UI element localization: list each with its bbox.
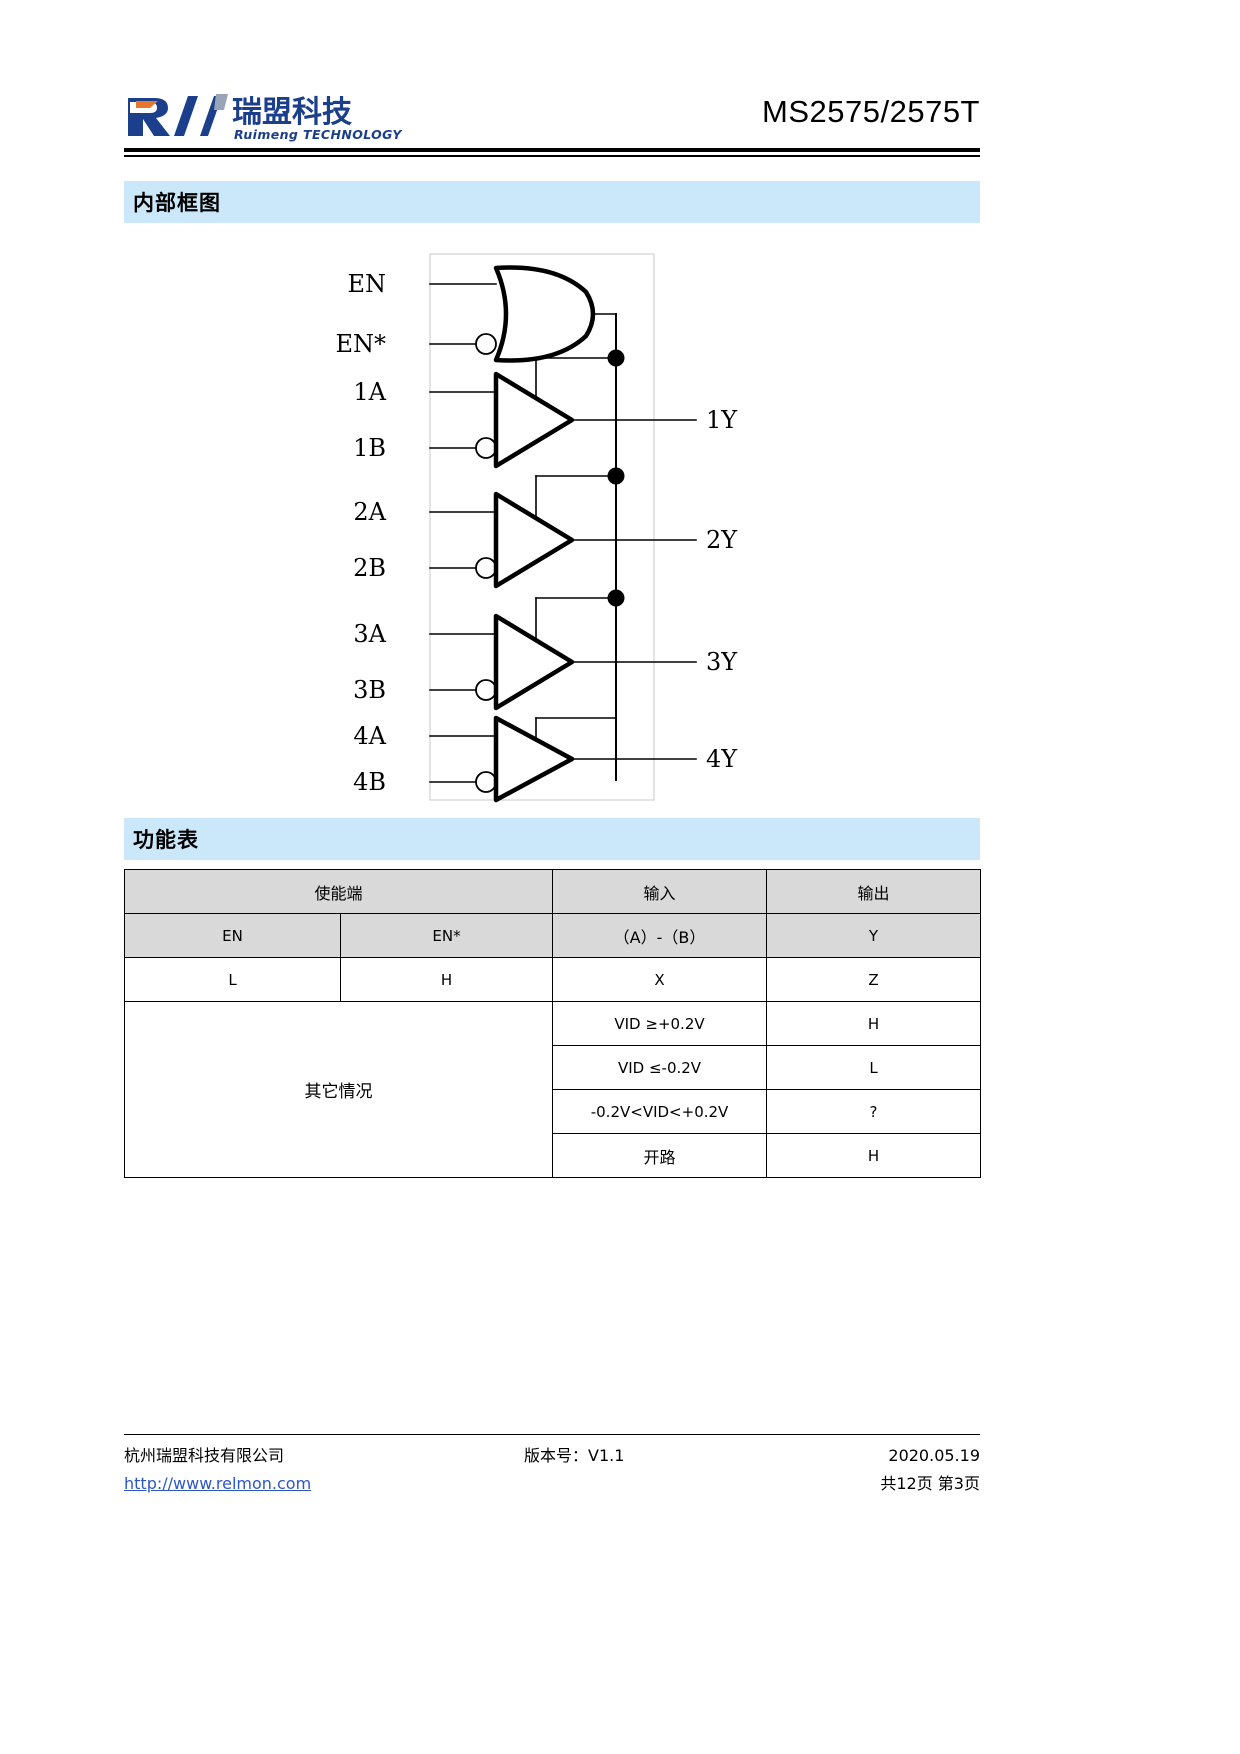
footer-row-top: 杭州瑞盟科技有限公司 版本号：V1.1 2020.05.19	[124, 1442, 980, 1470]
diagram-label-2a: 2A	[353, 498, 386, 526]
diagram-label-1y: 1Y	[706, 406, 738, 434]
table-row-group-header: 使能端 输入 输出	[123, 869, 982, 914]
diagram-label-3y: 3Y	[706, 648, 738, 676]
diagram-label-4a: 4A	[353, 722, 386, 750]
table-row: 其它情况 VID ≥+0.2V H	[123, 1001, 982, 1178]
table-row: -0.2V<VID<+0.2V ?	[125, 1089, 982, 1134]
footer-row-bottom: http://www.relmon.com 共12页 第3页	[124, 1470, 980, 1498]
cell-input: X	[552, 957, 768, 1002]
diagram-label-1a: 1A	[353, 378, 386, 406]
footer-website-link[interactable]: http://www.relmon.com	[124, 1474, 312, 1493]
cell-input: 开路	[552, 1133, 768, 1178]
table-row: VID ≤-0.2V L	[125, 1045, 982, 1090]
logo-en-text: Ruimeng TECHNOLOGY	[234, 127, 403, 142]
cell-en: L	[124, 957, 341, 1002]
diagram-label-4b: 4B	[353, 768, 386, 796]
cell-input: VID ≤-0.2V	[552, 1045, 768, 1090]
header-divider-thick	[124, 148, 980, 152]
diagram-label-1b: 1B	[353, 434, 386, 462]
th-en: EN	[124, 913, 341, 958]
cell-output: Z	[766, 957, 982, 1002]
function-table: 使能端 输入 输出 EN EN* （A）-（B） Y L H X Z 其它情况 …	[123, 869, 982, 1178]
cell-output: H	[766, 1001, 982, 1046]
th-output: 输出	[766, 869, 982, 914]
footer-divider	[124, 1434, 980, 1435]
footer-date: 2020.05.19	[888, 1446, 980, 1465]
internal-block-diagram: EN EN* 1A 1B 2A 2B 3A 3B 4A 4B 1Y 2Y 3Y …	[124, 240, 980, 810]
header-divider-thin	[124, 155, 980, 157]
diagram-label-en-bar: EN*	[335, 330, 386, 358]
diagram-label-2b: 2B	[353, 554, 386, 582]
diagram-label-2y: 2Y	[706, 526, 738, 554]
th-enable: 使能端	[123, 869, 554, 914]
section-heading-block-diagram: 内部框图	[124, 181, 980, 223]
document-title: MS2575/2575T	[762, 94, 980, 129]
table-row: L H X Z	[124, 957, 982, 1002]
cell-output: ?	[766, 1089, 982, 1134]
page-footer: 杭州瑞盟科技有限公司 版本号：V1.1 2020.05.19 http://ww…	[124, 1442, 980, 1498]
diagram-label-3a: 3A	[353, 620, 386, 648]
cell-en-bar: H	[339, 957, 554, 1002]
cell-input: -0.2V<VID<+0.2V	[552, 1089, 768, 1134]
footer-page-number: 共12页 第3页	[880, 1474, 980, 1493]
table-row: 开路 H	[125, 1133, 982, 1178]
th-input: 输入	[552, 869, 768, 914]
section-heading-block-diagram-label: 内部框图	[133, 191, 221, 215]
th-en-bar: EN*	[339, 913, 554, 958]
logo-cn-text: 瑞盟科技	[232, 95, 352, 130]
footer-company: 杭州瑞盟科技有限公司	[124, 1446, 285, 1465]
page-header: 瑞盟科技 Ruimeng TECHNOLOGY MS2575/2575T	[124, 88, 980, 150]
table-row-sub-header: EN EN* （A）-（B） Y	[124, 913, 982, 958]
cell-output: H	[766, 1133, 982, 1178]
diagram-label-4y: 4Y	[706, 745, 738, 773]
diagram-label-en: EN	[347, 270, 386, 298]
th-a-minus-b: （A）-（B）	[552, 913, 768, 958]
diagram-label-3b: 3B	[353, 676, 386, 704]
cell-input: VID ≥+0.2V	[552, 1001, 768, 1046]
th-y: Y	[766, 913, 982, 958]
footer-version: 版本号：V1.1	[524, 1446, 625, 1465]
section-heading-function-table-label: 功能表	[133, 828, 199, 852]
cell-other-condition: 其它情况	[123, 1001, 554, 1178]
company-logo: 瑞盟科技 Ruimeng TECHNOLOGY	[124, 88, 424, 146]
section-heading-function-table: 功能表	[124, 818, 980, 860]
cell-output: L	[766, 1045, 982, 1090]
